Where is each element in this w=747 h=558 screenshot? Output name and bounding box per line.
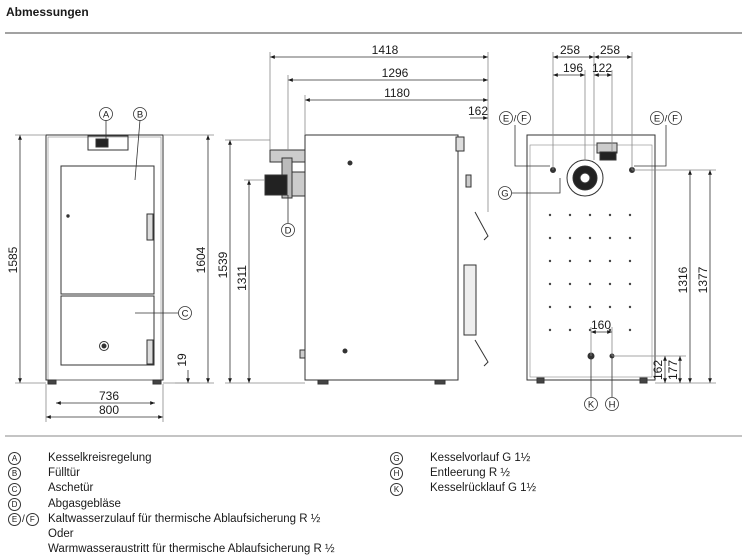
- marker-k: K: [584, 359, 598, 411]
- page-title: Abmessungen: [6, 5, 89, 19]
- dim-side-1296: 1296: [382, 66, 409, 80]
- dim-rear-196: 196: [563, 61, 583, 75]
- dim-side-1311: 1311: [235, 265, 249, 291]
- marker-g: G: [498, 178, 561, 200]
- front-view: [45, 134, 164, 385]
- dim-rear-122: 122: [592, 61, 612, 75]
- side-dimension-lines: [225, 52, 489, 384]
- dim-rear-1316: 1316: [676, 266, 690, 293]
- dim-rear-162: 162: [651, 360, 665, 380]
- dim-front-800: 800: [99, 403, 119, 417]
- marker-icon: F: [25, 512, 39, 526]
- marker-a: A: [99, 107, 113, 140]
- marker-icon: B: [8, 467, 21, 481]
- svg-text:G: G: [501, 189, 508, 200]
- marker-c: C: [135, 306, 192, 320]
- marker-icon: K: [390, 482, 403, 496]
- legend-item-c: C Aschetür: [8, 481, 335, 496]
- marker-icon: H: [390, 467, 403, 481]
- marker-icon: C: [8, 482, 21, 496]
- marker-icon: E: [8, 512, 21, 526]
- legend-item-b: B Fülltür: [8, 466, 335, 481]
- rear-dimension-lines: [552, 52, 716, 384]
- svg-text:C: C: [182, 309, 189, 320]
- dim-rear-258-left: 258: [560, 43, 580, 57]
- legend-item-k: K Kesselrücklauf G 1½: [390, 481, 536, 496]
- marker-b: B: [133, 107, 147, 181]
- legend-item-h: H Entleerung R ½: [390, 466, 536, 481]
- dim-front-1604: 1604: [194, 246, 208, 273]
- svg-text:K: K: [588, 400, 595, 411]
- dim-front-19: 19: [175, 353, 189, 367]
- marker-icon: D: [8, 497, 21, 511]
- dim-rear-258-right: 258: [600, 43, 620, 57]
- technical-drawing: 1585 1604 19 736 800 A B C: [5, 32, 742, 437]
- legend-item-d: D Abgasgebläse: [8, 497, 335, 512]
- side-view: [264, 134, 489, 385]
- svg-text:E: E: [654, 114, 660, 125]
- dim-rear-160: 160: [591, 318, 611, 332]
- dim-side-1180: 1180: [384, 86, 410, 100]
- dim-front-736: 736: [99, 389, 119, 403]
- dim-side-162: 162: [468, 104, 488, 118]
- dim-front-1585: 1585: [6, 246, 20, 273]
- svg-text:E: E: [503, 114, 509, 125]
- rear-panel-dots: [548, 213, 632, 332]
- marker-icon: A: [8, 452, 21, 466]
- front-dimension-lines: [15, 134, 214, 422]
- svg-text:B: B: [137, 110, 143, 121]
- legend-warm: Warmwasseraustritt für thermische Ablauf…: [48, 543, 335, 556]
- svg-text:/: /: [514, 114, 517, 125]
- legend-right: G Kesselvorlauf G 1½ H Entleerung R ½ K …: [390, 451, 536, 497]
- marker-ef-right: E / F: [634, 111, 682, 167]
- dim-rear-1377: 1377: [696, 266, 710, 293]
- svg-text:F: F: [672, 114, 678, 125]
- svg-text:A: A: [103, 110, 110, 121]
- marker-icon: G: [390, 452, 403, 466]
- marker-h: H: [605, 358, 619, 411]
- legend-item-g: G Kesselvorlauf G 1½: [390, 451, 536, 466]
- svg-text:F: F: [521, 114, 527, 125]
- dim-side-1539: 1539: [216, 251, 230, 278]
- legend-item-a: A Kesselkreisregelung: [8, 451, 335, 466]
- legend-left: A Kesselkreisregelung B Fülltür C Aschet…: [8, 451, 335, 557]
- dim-side-1418: 1418: [372, 43, 399, 57]
- svg-text:D: D: [285, 226, 292, 237]
- svg-text:H: H: [609, 400, 616, 411]
- dim-rear-177: 177: [666, 360, 680, 380]
- legend-item-ef: E/F Kaltwasserzulauf für thermische Abla…: [8, 512, 335, 527]
- svg-text:/: /: [665, 114, 668, 125]
- marker-d: D: [281, 195, 295, 237]
- legend-oder: Oder: [48, 528, 74, 541]
- marker-ef-left: E / F: [499, 111, 550, 167]
